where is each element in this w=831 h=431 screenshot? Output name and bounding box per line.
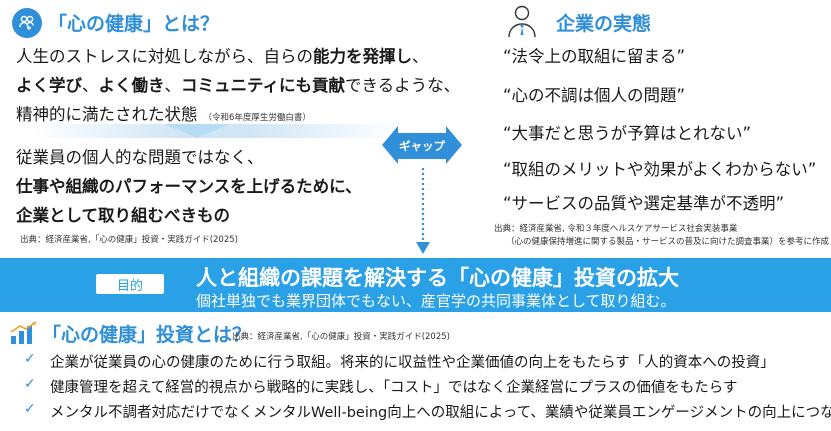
source-bottom: 出典：経済産業省,「心の健康」投資・実践ガイド(2025): [232, 332, 450, 342]
source-left: 出典：経済産業省,「心の健康」投資・実践ガイド(2025): [20, 235, 238, 245]
definition-line-1: 人生のストレスに対処しながら、自らの能力を発揮し、: [16, 47, 429, 66]
gap-arrows: [382, 126, 462, 164]
section-title-investment: 「心の健康」投資とは？: [42, 324, 252, 346]
people-heart-icon: [12, 8, 42, 38]
gap-label: ギャップ: [396, 133, 448, 159]
investment-point-2: 健康管理を超えて経営的視点から戦略的に実践し、「コスト」ではなく企業経営にプラス…: [50, 380, 738, 396]
growth-chart-icon: [8, 320, 40, 346]
check-icon: ✓: [24, 351, 36, 367]
business-person-icon: [503, 3, 541, 39]
employee-line-1: 従業員の個人的な問題ではなく、: [16, 148, 264, 167]
definition-line-3: 精神的に満たされた状態（令和6年度厚生労働白書）: [16, 105, 311, 124]
dotted-arrow-down: [416, 168, 430, 254]
section-title-mental-health: 「心の健康」とは？: [48, 13, 220, 35]
chevron-down-icon: [164, 124, 230, 138]
check-icon: ✓: [24, 401, 36, 417]
quote-3: “大事だと思うが予算はとれない”: [503, 124, 752, 143]
banner-subtitle: 個社単独でも業界団体でもない、産官学の共同事業体として取り組む。: [196, 292, 676, 310]
employee-line-2: 仕事や組織のパフォーマンスを上げるために、: [16, 177, 362, 196]
quote-2: “心の不調は個人の問題”: [503, 86, 686, 105]
source-right-2: （心の健康保持増進に関する製品・サービスの普及に向けた調査事業）を参考に作成: [506, 237, 830, 247]
source-right-1: 出典：経済産業省, 令和３年度ヘルスケアサービス社会実装事業: [494, 224, 738, 234]
section-title-company-reality: 企業の実態: [556, 13, 652, 35]
quote-1: “法令上の取組に留まる”: [503, 47, 686, 66]
transition-band: [30, 124, 400, 138]
definition-note: （令和6年度厚生労働白書）: [203, 113, 311, 123]
quote-4: “取組のメリットや効果がよくわからない”: [503, 160, 817, 179]
employee-line-3: 企業として取り組むべきもの: [16, 206, 231, 225]
definition-line-2: よく学び、よく働き、コミュニティにも貢献できるような、: [16, 76, 461, 95]
purpose-badge: 目的: [96, 274, 164, 294]
check-icon: ✓: [24, 376, 36, 392]
banner-title: 人と組織の課題を解決する「心の健康」投資の拡大: [196, 266, 679, 290]
investment-point-1: 企業が従業員の心の健康のために行う取組。将来的に収益性や企業価値の向上をもたらす…: [50, 355, 775, 371]
investment-point-3: メンタル不調者対応だけでなくメンタルWell-being向上への取組によって、業…: [50, 405, 831, 421]
quote-5: “サービスの品質や選定基準が不透明”: [503, 194, 785, 213]
